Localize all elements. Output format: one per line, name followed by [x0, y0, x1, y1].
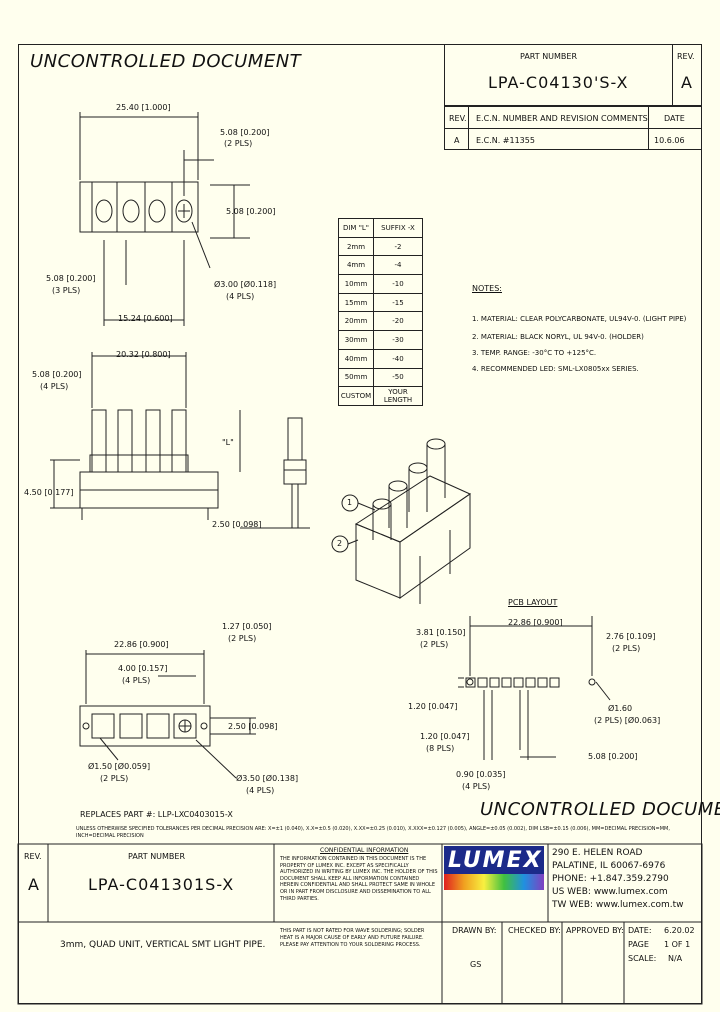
pcb-pad-gap-count: (4 PLS) [462, 782, 491, 791]
title-block-top [444, 44, 702, 106]
note-1: 1. MATERIAL: CLEAR POLYCARBONATE, UL94V-… [472, 315, 687, 323]
rev-label: REV. [677, 52, 695, 61]
dim-overall-length: 25.40 [1.000] [116, 103, 171, 112]
approved-by-label: APPROVED BY: [566, 926, 624, 935]
dim-hole-diameter-count: (4 PLS) [226, 292, 255, 301]
dim-bottom-span: 22.86 [0.900] [114, 640, 169, 649]
pcb-hole-diameter: Ø1.60 [608, 704, 633, 713]
date-column-header: DATE [664, 114, 685, 123]
date-label: DATE: [628, 926, 652, 935]
pipe-hole-1 [95, 199, 113, 223]
drawn-by-value: GS [470, 960, 482, 969]
pcb-dim-offset-count: (2 PLS) [420, 640, 449, 649]
address-line-1: 290 E. HELEN ROAD [552, 848, 643, 858]
dim-pitch-left-count: (3 PLS) [52, 286, 81, 295]
length-suffix-table: DIM "L"SUFFIX -X 2mm-2 4mm-4 10mm-10 15m… [338, 218, 423, 406]
pipe-hole-4 [175, 199, 193, 223]
pipe-hole-2 [122, 199, 140, 223]
dim-peg-diameter-count: (2 PLS) [100, 774, 129, 783]
checked-by-label: CHECKED BY: [508, 926, 561, 935]
note-2: 2. MATERIAL: BLACK NORYL, UL 94V-0. (HOL… [472, 333, 644, 341]
uncontrolled-watermark-bottom: UNCONTROLLED DOCUMENT [480, 799, 720, 820]
pcb-pad-height: 1.20 [0.047] [408, 702, 458, 711]
holder-top-view [79, 181, 199, 233]
replaces-part: REPLACES PART #: LLP-LXC0403015-X [80, 810, 233, 819]
pcb-dim-span: 22.86 [0.900] [508, 618, 563, 627]
holder-bottom-view [79, 705, 211, 747]
rev-column-header: REV. [449, 114, 467, 123]
solder-note: THIS PART IS NOT RATED FOR WAVE SOLDERIN… [280, 928, 425, 948]
footer-rev-label: REV. [24, 852, 42, 861]
dim-length-l: "L" [222, 438, 234, 447]
page-label: PAGE [628, 940, 649, 949]
row-rev: A [454, 136, 460, 145]
dim-front-pitch: 5.08 [0.200] [32, 370, 82, 379]
tw-web: TW WEB: www.lumex.com.tw [552, 900, 684, 910]
scale-label: SCALE: [628, 954, 657, 963]
dim-cavity-width-count: (4 PLS) [122, 676, 151, 685]
confidential-text: THE INFORMATION CONTAINED IN THIS DOCUME… [280, 856, 438, 902]
address-line-2: PALATINE, IL 60067-6976 [552, 861, 666, 871]
pcb-dim-hole-offset-count: (2 PLS) [612, 644, 641, 653]
callout-1-label: 1 [347, 498, 353, 507]
dim-bottom-depth: 2.50 [0.098] [228, 722, 278, 731]
note-4: 4. RECOMMENDED LED: SML-LX0805xx SERIES. [472, 365, 639, 373]
dim-cavity-width: 4.00 [0.157] [118, 664, 168, 673]
rev-value: A [681, 73, 693, 92]
dim-end-offset-count: (2 PLS) [228, 634, 257, 643]
phone: PHONE: +1.847.359.2790 [552, 874, 669, 884]
pcb-pad-gap: 0.90 [0.035] [456, 770, 506, 779]
part-description: 3mm, QUAD UNIT, VERTICAL SMT LIGHT PIPE. [60, 940, 266, 950]
part-number-value: LPA-C04130'S-X [488, 73, 629, 92]
pcb-pad-pitch: 5.08 [0.200] [588, 752, 638, 761]
us-web: US WEB: www.lumex.com [552, 887, 668, 897]
dim-front-pitch-count: (4 PLS) [40, 382, 69, 391]
scale-value: N/A [668, 954, 683, 963]
lumex-logo: LUMEX [444, 846, 544, 890]
drawn-by-label: DRAWN BY: [452, 926, 497, 935]
dim-depth: 5.08 [0.200] [226, 207, 276, 216]
notes-title: NOTES: [472, 284, 502, 293]
pcb-layout-title: PCB LAYOUT [508, 598, 558, 607]
pipe-side-view [287, 417, 303, 461]
part-number-label: PART NUMBER [520, 52, 578, 61]
note-3: 3. TEMP. RANGE: -30°C TO +125°C. [472, 349, 597, 357]
confidential-title: CONFIDENTIAL INFORMATION [320, 847, 409, 854]
dim-holder-height: 4.50 [0.177] [24, 488, 74, 497]
footer-part-number-label: PART NUMBER [128, 852, 186, 861]
footer-rev-value: A [28, 875, 40, 894]
uncontrolled-watermark-top: UNCONTROLLED DOCUMENT [30, 51, 302, 72]
dim-hole-diameter: Ø3.00 [Ø0.118] [214, 280, 277, 289]
dim-cavity-diameter: Ø3.50 [Ø0.138] [236, 774, 299, 783]
ecn-column-header: E.C.N. NUMBER AND REVISION COMMENTS [476, 114, 648, 123]
row-date: 10.6.06 [654, 136, 685, 145]
pcb-dim-offset: 3.81 [0.150] [416, 628, 466, 637]
dim-end-offset: 1.27 [0.050] [222, 622, 272, 631]
dim-pitch-top: 5.08 [0.200] [220, 128, 270, 137]
date-value: 6.20.02 [664, 926, 695, 935]
tolerance-note: UNLESS OTHERWISE SPECIFIED TOLERANCES PE… [76, 826, 670, 839]
dim-peg-diameter: Ø1.50 [Ø0.059] [88, 762, 151, 771]
dim-cavity-diameter-count: (4 PLS) [246, 786, 275, 795]
pcb-dim-hole-offset: 2.76 [0.109] [606, 632, 656, 641]
page-value: 1 OF 1 [664, 940, 691, 949]
dim-front-span: 20.32 [0.800] [116, 350, 171, 359]
dim-pitch-top-count: (2 PLS) [224, 139, 253, 148]
dim-center-span: 15.24 [0.600] [118, 314, 173, 323]
dim-pitch-left: 5.08 [0.200] [46, 274, 96, 283]
callout-2-label: 2 [337, 539, 343, 548]
pcb-pad-width: 1.20 [0.047] [420, 732, 470, 741]
row-ecn: E.C.N. #11355 [476, 136, 535, 145]
dim-pin-length: 2.50 [0.098] [212, 520, 262, 529]
pcb-pad-width-count: (8 PLS) [426, 744, 455, 753]
pipe-hole-3 [148, 199, 166, 223]
pcb-hole-diameter-count: (2 PLS) [Ø0.063] [594, 716, 661, 725]
footer-part-number-value: LPA-C041301S-X [88, 875, 235, 894]
